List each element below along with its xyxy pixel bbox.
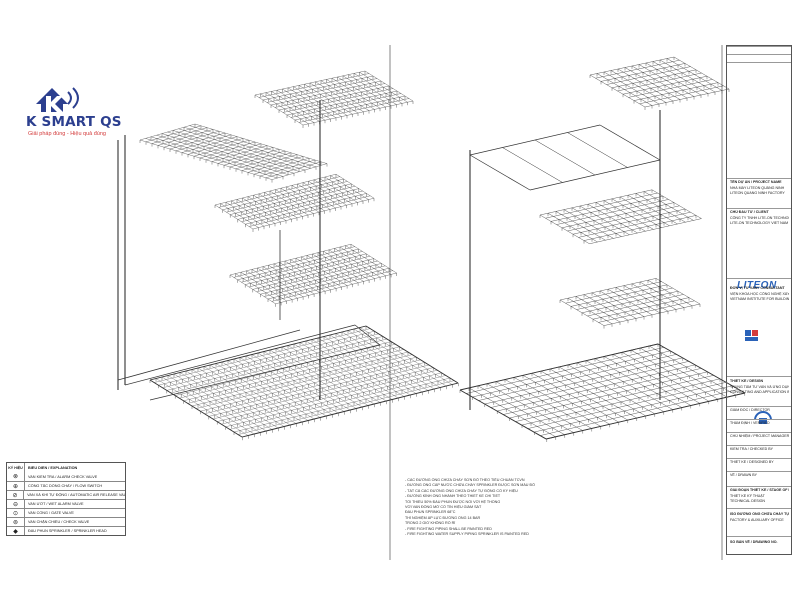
legend-symbol: ⊖ [7,500,25,508]
note-line: - ĐƯỜNG ỐNG CẤP NƯỚC CHỮA CHÁY SPRINKLER… [405,483,536,488]
left-level-2-grid [214,174,375,232]
legend-symbol: ⊘ [7,491,25,499]
designer-logo [754,411,772,424]
consultant-label: ĐƠN VỊ TƯ VẤN / CONSULTANT [730,286,785,290]
left-roof-grid [254,70,414,128]
legend-description: VAN CHẶN CHIỀU / CHECK VALVE [28,520,90,524]
note-line: ĐẦU PHUN SPRINKLER 68°C [405,510,456,515]
legend-header-desc: BIỂU DIỄN / EXPLANATION [28,465,78,470]
legend-row: ◆ĐẦU PHUN SPRINKLER / SPRINKLER HEAD [7,526,125,535]
right-roof-grid [589,56,730,110]
designer-label: THIẾT KẾ / DESIGN [730,379,764,383]
brand-logo: K SMART QS Giải pháp đúng - Hiệu quả đún… [24,80,124,142]
logo-k-shape [46,96,63,112]
legend-row: ⊚VAN CHẶN CHIỀU / CHECK VALVE [7,517,125,526]
symbol-legend: KÝ HIỆU BIỂU DIỄN / EXPLANATION ⊗VAN KIỂ… [6,462,126,536]
legend-symbol: ⊗ [7,472,25,481]
brand-slogan: Giải pháp đúng - Hiệu quả đúng [28,131,106,137]
logo-wifi-arc-1 [67,91,72,105]
legend-row: ⊕CÔNG TẮC DÒNG CHẢY / FLOW SWITCH [7,481,125,490]
legend-description: CÔNG TẮC DÒNG CHẢY / FLOW SWITCH [28,484,103,488]
brand-name: K SMART QS [26,114,122,130]
signature-role: KIỂM TRA / CHECKED BY [730,447,774,451]
legend-row: ⊗VAN KIỂM TRA / ALARM CHECK VALVE [7,472,125,481]
note-line: TỐI THIỂU 50% ĐẦU PHUN ĐƯỢC NỐI VỚI HỆ T… [405,499,501,504]
note-line: TRONG 2 GIỜ KHÔNG RÒ RỈ [405,521,456,526]
stage-value: THIẾT KẾ KỸ THUẬT [730,494,765,498]
left-level-3-grid [139,123,328,183]
logo-mark [36,87,79,112]
note-line: - ĐƯỜNG KÍNH ỐNG NHÁNH THEO THIẾT KẾ CHI… [405,494,501,499]
legend-description: VAN CỔNG / GATE VALVE [28,511,74,515]
consultant-name-en: VIETNAM INSTITUTE FOR BUILDING SCIENCE A… [730,297,789,301]
note-line: VỚI VAN ĐÓNG MỞ CÓ TÍN HIỆU GIÁM SÁT [405,505,482,510]
note-line: - FIRE FIGHTING PIPING SHALL BE PAINTED … [405,526,492,531]
legend-description: VAN XẢ KHÍ TỰ ĐỘNG / AUTOMATIC AIR RELEA… [27,493,125,497]
client-name: CÔNG TY TNHH LITE-ON TECHNOLOGY VIỆT NAM [730,216,789,220]
legend-row: ⊙VAN CỔNG / GATE VALVE [7,508,125,517]
stage-value-en: TECHNICAL DESIGN [730,499,766,503]
note-line: - FIRE FIGHTING WATER SUPPLY PIPING SPRI… [405,532,529,537]
legend-symbol: ◆ [7,527,25,535]
client-name-en: LITE-ON TECHNOLOGY VIET NAM COMPANY LIMI… [730,221,789,225]
legend-symbol: ⊙ [7,509,25,517]
legend-description: VAN KIỂM TRA / ALARM CHECK VALVE [28,474,98,479]
right-level-1-grid [459,343,746,442]
right-level-3-panels [469,124,661,191]
general-notes: - CÁC ĐƯỜNG ỐNG CHỮA CHÁY SƠN ĐỎ THEO TI… [405,478,555,537]
signature-role: GIÁM ĐỐC / DIRECTOR [730,408,770,412]
legend-row: ⊖VAN ƯỚT / WET ALARM VALVE [7,499,125,508]
legend-header-symbol: KÝ HIỆU [7,463,25,472]
logo-wifi-arc-2 [72,87,79,109]
designer-name: TRUNG TÂM TƯ VẤN VÀ ỨNG DỤNG [730,385,789,389]
legend-symbol: ⊚ [7,518,25,526]
drawing-title: ISO ĐƯỜNG ỐNG CHỮA CHÁY TỰ ĐỘNG [730,512,789,516]
left-level-2b-grid [229,244,397,307]
signature-role: THẨM ĐỊNH / VERIFIED [730,421,770,425]
title-block: TÊN DỰ ÁN / PROJECT NAME NHÀ MÁY LITEON … [726,45,792,555]
right-isometric-group [459,56,746,442]
legend-symbol: ⊕ [7,482,25,490]
stage-label: GIAI ĐOẠN THIẾT KẾ / STAGE OF DESIGN [730,488,789,492]
client-label: CHỦ ĐẦU TƯ / CLIENT [730,210,769,214]
project-label: TÊN DỰ ÁN / PROJECT NAME [730,180,782,184]
consultant-logo [745,330,758,341]
drawing-title-en: FACTORY & AUXILIARY OFFICE [730,518,784,522]
note-line: THÍ NGHIỆM ÁP LỰC ĐƯỜNG ỐNG 14 BAR [405,515,481,520]
legend-description: VAN ƯỚT / WET ALARM VALVE [28,502,84,506]
note-line: - TẤT CẢ CÁC ĐƯỜNG ỐNG CHỮA CHÁY TỰ ĐỘNG… [405,488,518,493]
left-isometric-group [117,70,459,441]
designer-name-en: CONSULTING AND APPLICATION IN CONSTRUCTI… [730,390,789,394]
legend-row: ⊘VAN XẢ KHÍ TỰ ĐỘNG / AUTOMATIC AIR RELE… [7,490,125,499]
legend-rows: ⊗VAN KIỂM TRA / ALARM CHECK VALVE⊕CÔNG T… [7,472,125,535]
project-name: NHÀ MÁY LITEON QUẢNG NINH [730,186,785,190]
note-line: - CÁC ĐƯỜNG ỐNG CHỮA CHÁY SƠN ĐỎ THEO TI… [405,478,525,482]
client-logo: LITEON [737,280,777,291]
legend-header: KÝ HIỆU BIỂU DIỄN / EXPLANATION [7,463,125,472]
signature-role: THIẾT KẾ / DESIGNED BY [730,460,774,464]
left-level-1-grid [117,324,459,441]
signature-role: VẼ / DRAWN BY [730,473,758,477]
project-name-en: LITEON QUANG NINH FACTORY [730,191,785,195]
legend-description: ĐẦU PHUN SPRINKLER / SPRINKLER HEAD [28,529,107,533]
drawing-no-label: SỐ BẢN VẼ / DRAWING NO. [730,540,778,544]
consultant-name: VIỆN KHOA HỌC CÔNG NGHỆ XÂY DỰNG [730,292,789,296]
right-level-3-grid [539,189,702,244]
right-level-2-grid [559,278,701,329]
signature-role: CHỦ NHIỆM / PROJECT MANAGER [730,434,789,438]
logo-house-shape [36,88,68,112]
